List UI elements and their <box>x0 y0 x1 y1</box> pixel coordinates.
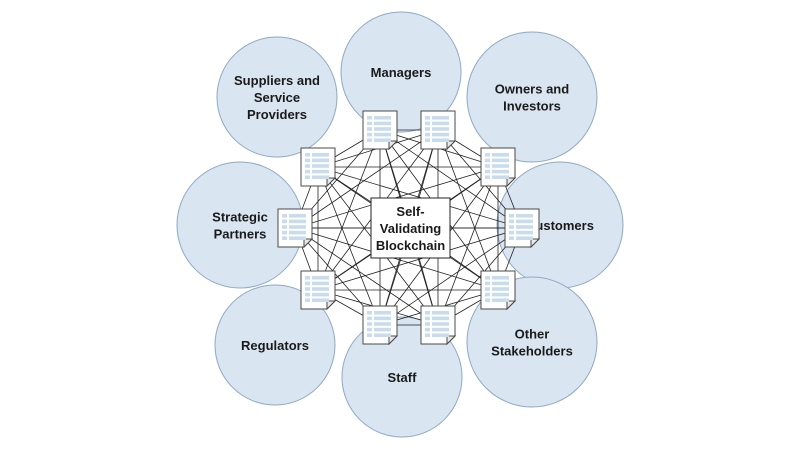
mesh-link <box>437 129 499 291</box>
center-label-line-2: Validating <box>380 221 441 236</box>
mesh-link <box>317 227 523 291</box>
stakeholder-circle <box>341 316 463 438</box>
mesh-link <box>379 227 523 326</box>
stakeholder-label: Strategic <box>212 210 268 225</box>
ledger-document-icon <box>300 270 337 311</box>
stakeholder-circle <box>340 11 462 133</box>
stakeholder-regulators: Regulators <box>214 284 336 406</box>
ledger-document-icon <box>362 110 399 151</box>
center-blockchain-node: Self- Validating Blockchain <box>370 197 451 259</box>
mesh-link <box>294 227 439 326</box>
ledger-documents <box>277 110 541 346</box>
ledger-document-icon <box>300 147 337 188</box>
ledger-document-icon <box>420 305 457 346</box>
ledger-document-icon <box>420 110 457 151</box>
stakeholder-label: Stakeholders <box>491 344 573 359</box>
stakeholder-label: Providers <box>247 107 307 122</box>
ledger-document-icon <box>277 208 314 249</box>
stakeholder-label: Service <box>254 90 300 105</box>
stakeholder-label: Owners and <box>495 82 569 97</box>
stakeholder-managers: Managers <box>340 11 462 133</box>
mesh-link <box>437 166 499 326</box>
stakeholder-staff: Staff <box>341 316 463 438</box>
mesh-link <box>294 227 499 291</box>
center-label-line-3: Blockchain <box>376 238 445 253</box>
stakeholder-label: Customers <box>526 218 594 233</box>
ledger-document-icon <box>480 270 517 311</box>
stakeholder-circle <box>466 31 598 163</box>
stakeholder-label: Regulators <box>241 338 309 353</box>
stakeholder-label: Other <box>515 327 550 342</box>
mesh-link <box>294 129 439 229</box>
mesh-link <box>317 166 381 326</box>
ledger-document-icon <box>362 305 399 346</box>
stakeholder-label: Partners <box>214 227 267 242</box>
stakeholder-circle <box>214 284 336 406</box>
ledger-document-icon <box>480 147 517 188</box>
stakeholder-circle <box>216 36 338 158</box>
center-label-line-1: Self- <box>396 204 424 219</box>
stakeholder-label: Investors <box>503 99 561 114</box>
mesh-link <box>317 129 381 291</box>
ledger-document-icon <box>504 208 541 249</box>
center-blockchain-box <box>370 197 451 259</box>
stakeholder-label: Suppliers and <box>234 73 320 88</box>
stakeholder-label: Managers <box>371 65 432 80</box>
stakeholder-label: Staff <box>388 370 418 385</box>
